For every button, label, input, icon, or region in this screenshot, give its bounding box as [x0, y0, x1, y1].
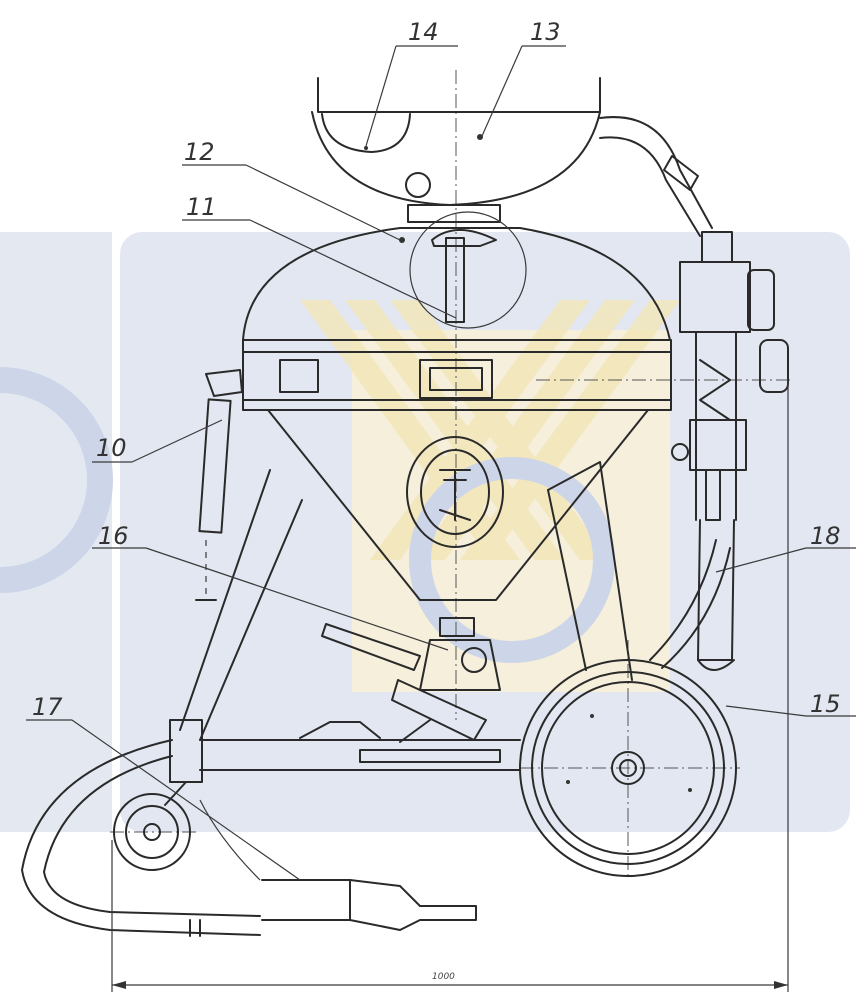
callout-17: 17: [32, 693, 63, 721]
callout-12: 12: [184, 138, 215, 166]
lower-hose: [21, 739, 477, 937]
left-lever: [195, 369, 243, 601]
caster-wheel: [113, 781, 191, 871]
leader-lines: [26, 45, 856, 881]
hose-18: [649, 539, 731, 669]
callout-11: 11: [186, 193, 217, 221]
callout-13: 13: [530, 18, 561, 46]
dimension-line: 1000: [111, 380, 789, 992]
callout-10: 10: [96, 434, 127, 462]
center-axes: [110, 70, 790, 880]
watermark: [0, 232, 850, 832]
big-wheel: [519, 659, 737, 877]
main-tank: [242, 211, 672, 601]
frame-legs: [169, 461, 633, 783]
callout-15: 15: [810, 690, 841, 718]
callout-14: 14: [408, 18, 439, 46]
callout-16: 16: [98, 522, 129, 550]
dimension-value: 1000: [432, 972, 455, 982]
callout-18: 18: [810, 522, 841, 550]
callout-labels: 14 13 12 11 10 16 17 18 15: [32, 18, 841, 721]
